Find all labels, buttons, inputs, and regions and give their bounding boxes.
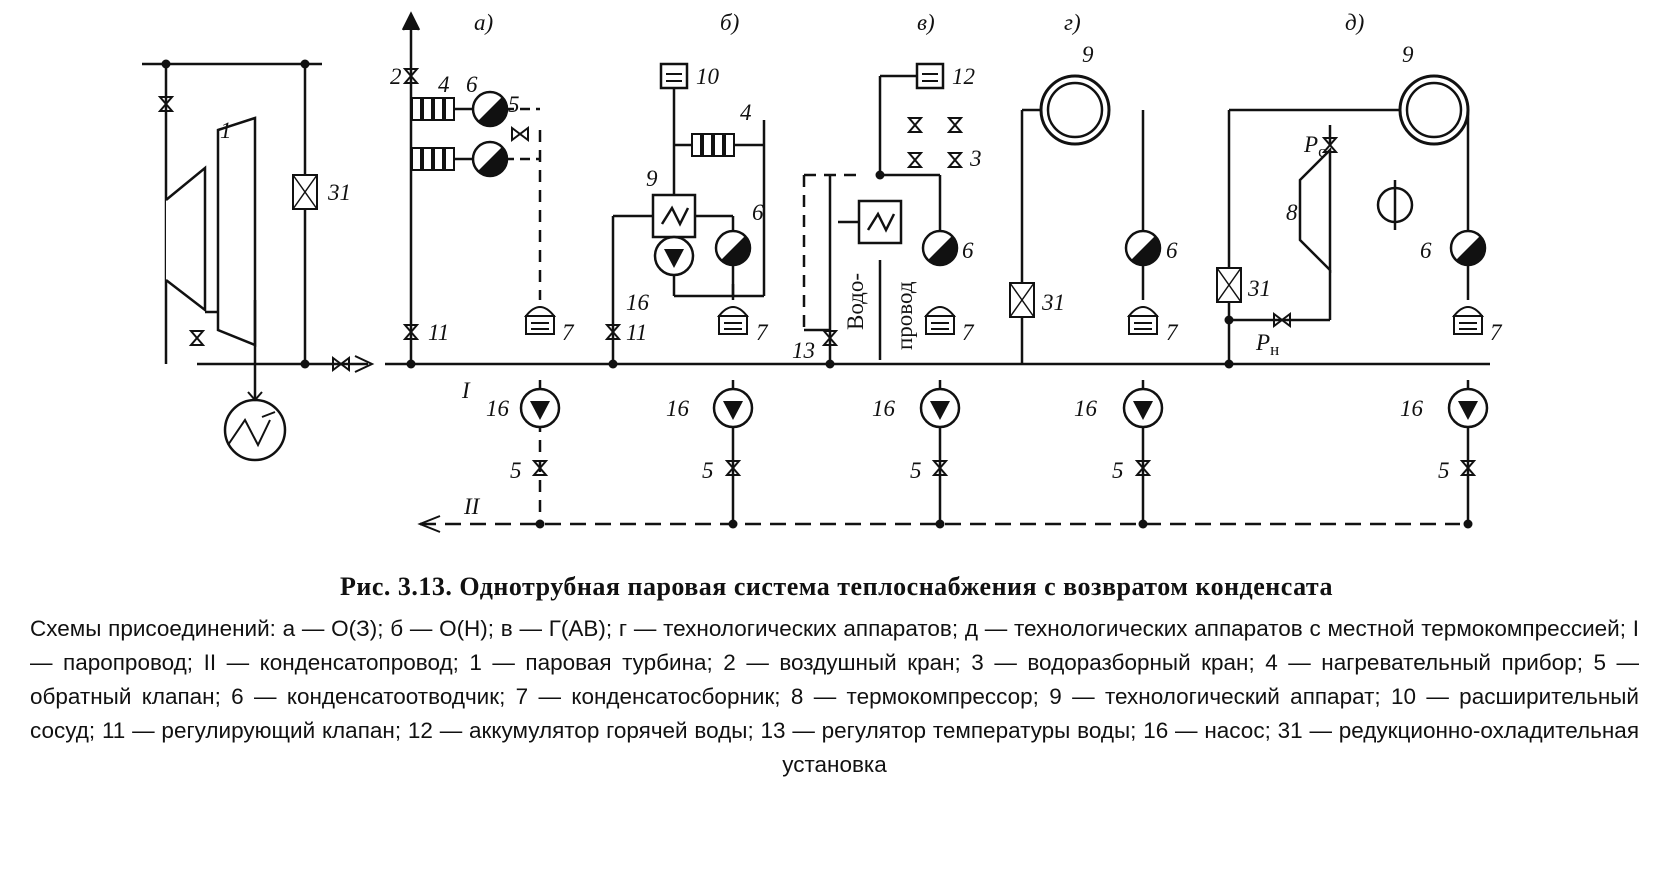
label-6: 6 [962,238,974,263]
label-5: 5 [1438,458,1450,483]
label-d: д) [1345,10,1364,35]
label-6: 6 [1420,238,1432,263]
label-16: 16 [486,396,510,421]
label-16: 16 [666,396,690,421]
figure-caption: Рис. 3.13. Однотрубная паровая система т… [0,560,1673,782]
label-13: 13 [792,338,815,363]
label-5: 5 [910,458,922,483]
caption-title: Рис. 3.13. Однотрубная паровая система т… [339,572,1333,601]
label-5: 5 [1112,458,1124,483]
line-I-label: I [461,378,471,403]
label-5: 5 [702,458,714,483]
pn-label: Pн [1255,330,1279,359]
label-6: 6 [752,200,764,225]
label-1: 1 [220,118,232,143]
label-b: б) [720,10,739,35]
label-3: 3 [969,146,982,171]
label-4: 4 [740,100,752,125]
label-5: 5 [508,92,520,117]
label-31: 31 [327,180,351,205]
label-12: 12 [952,64,975,89]
vodoprovod-label-1: Водо- [843,273,868,330]
label-11: 11 [626,320,647,345]
heat-supply-scheme: а) б) в) г) д) 1 31 2 4 6 5 11 7 16 5 I … [142,10,1503,533]
label-6: 6 [466,72,478,97]
label-4: 4 [438,72,450,97]
label-7: 7 [562,320,575,345]
label-5: 5 [510,458,522,483]
line-II-label: II [463,494,481,519]
pc-label: Pс [1303,132,1326,161]
label-31: 31 [1247,276,1271,301]
label-a: а) [474,10,493,35]
caption-legend: Схемы присоединений: а — О(З); б — О(Н);… [30,616,1639,777]
label-16: 16 [1074,396,1098,421]
vodoprovod-label-2: провод [892,281,917,350]
label-6: 6 [1166,238,1178,263]
label-7: 7 [962,320,975,345]
label-2: 2 [390,64,402,89]
label-9: 9 [1402,42,1414,67]
label-7: 7 [1490,320,1503,345]
label-31: 31 [1041,290,1065,315]
label-16: 16 [872,396,896,421]
label-10: 10 [696,64,720,89]
label-9: 9 [1082,42,1094,67]
label-7: 7 [1166,320,1179,345]
label-8: 8 [1286,200,1298,225]
label-v: в) [917,10,935,35]
label-11: 11 [428,320,449,345]
label-7: 7 [756,320,769,345]
label-9: 9 [646,166,658,191]
label-16: 16 [1400,396,1424,421]
label-g: г) [1064,10,1081,35]
label-16: 16 [626,290,650,315]
